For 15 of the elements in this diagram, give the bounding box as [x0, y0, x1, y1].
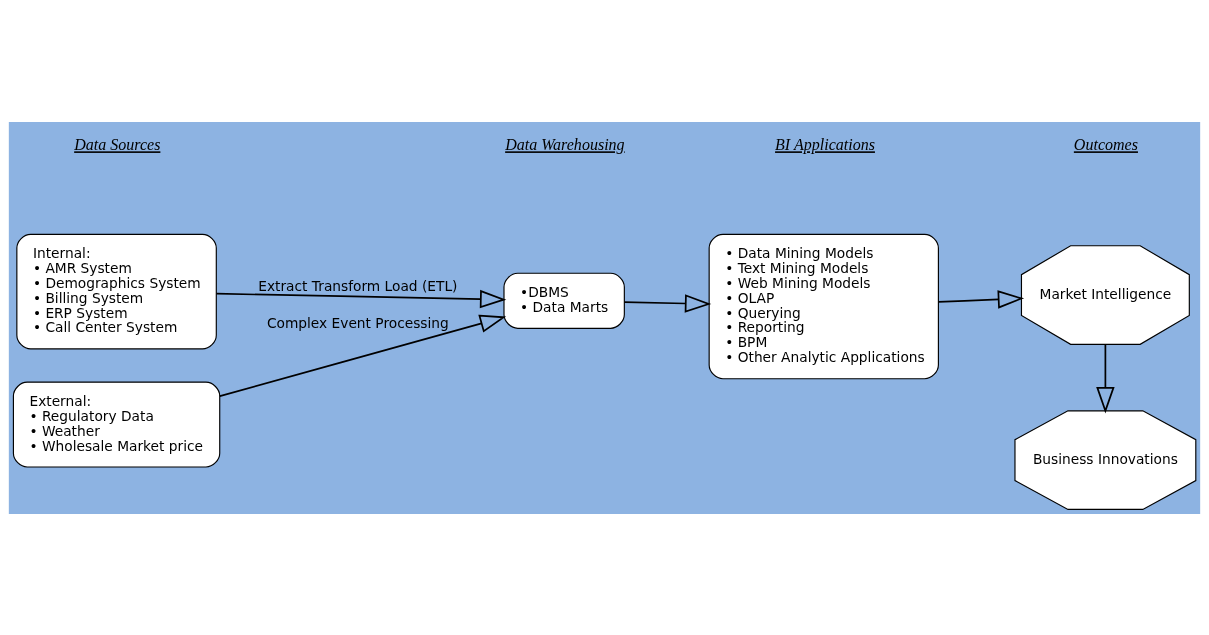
arrow: [1096, 343, 1115, 413]
node-box: • Data Mining Models • Text Mining Models • Web Mining Models • OLAP • Querying • Reporting • BPM • Other Analytic Applications: [708, 233, 939, 379]
label: Data Warehousing: [505, 135, 625, 153]
edge-label: Complex Event Processing: [266, 314, 449, 331]
node-box: •DBMS • Data Marts: [503, 272, 625, 329]
node-box: Internal: • AMR System • Demographics System • Billing System • ERP System • Call Center System: [16, 233, 217, 350]
node-box: External: • Regulatory Data • Weather • Wholesale Market price: [12, 381, 221, 468]
edge-label: Extract Transform Load (ETL): [258, 277, 458, 294]
label: BI Applications: [775, 135, 875, 153]
label: Outcomes: [1073, 135, 1138, 153]
arrow: [219, 314, 507, 397]
label: Data Sources: [74, 135, 161, 153]
arrow: [623, 293, 712, 313]
arrow: [215, 289, 507, 308]
arrow: [937, 289, 1025, 309]
